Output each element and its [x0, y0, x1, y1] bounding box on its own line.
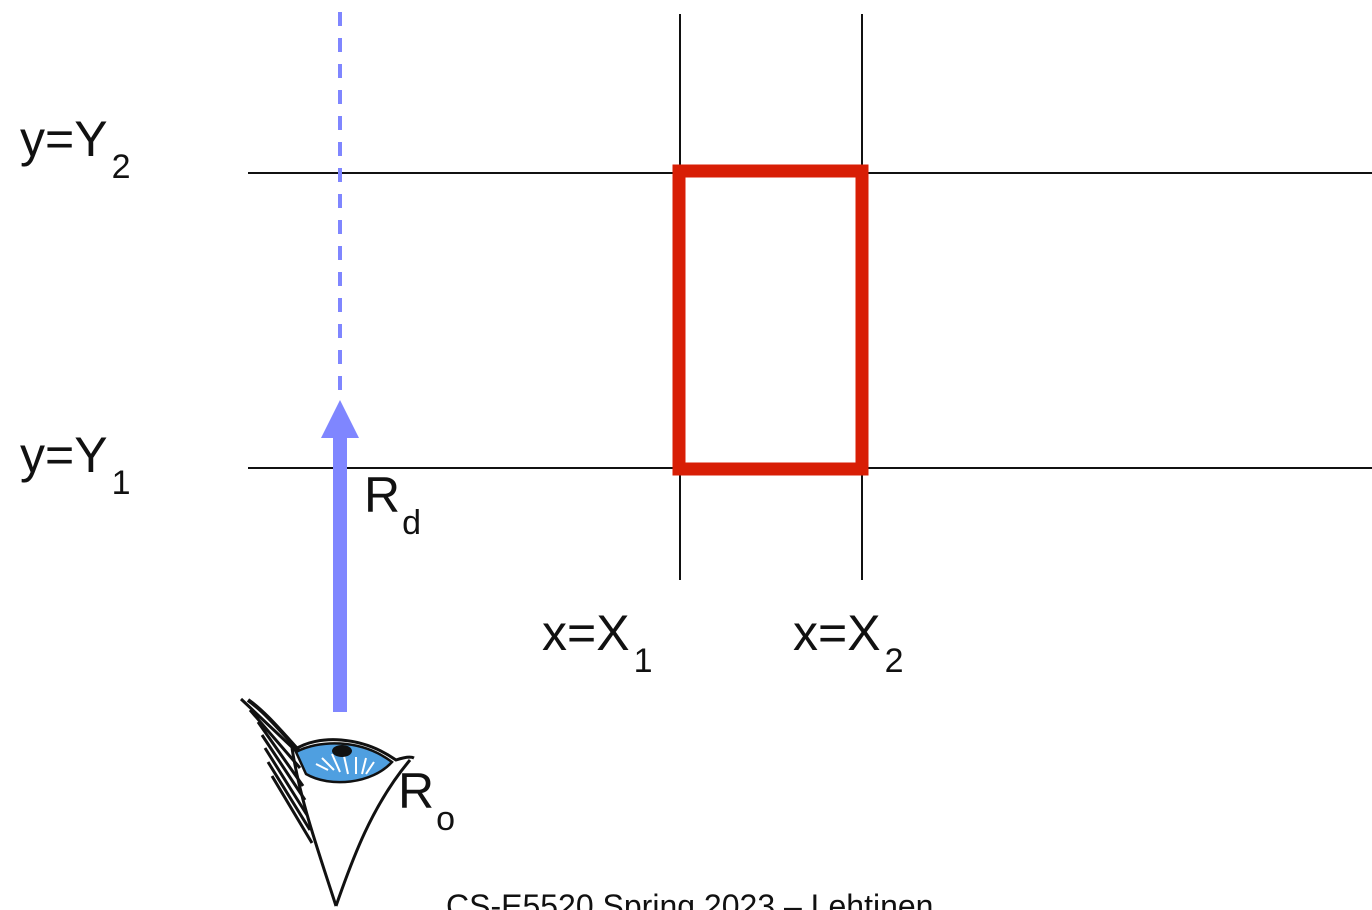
- eye-icon: [239, 697, 415, 907]
- label-ray-direction: Rd: [364, 467, 422, 542]
- slide-footer: CS-E5520 Spring 2023 – Lehtinen: [446, 888, 934, 910]
- arrow-up-icon: [321, 400, 359, 712]
- label-ray-origin: Ro: [398, 763, 456, 838]
- intersection-box: [672, 164, 869, 476]
